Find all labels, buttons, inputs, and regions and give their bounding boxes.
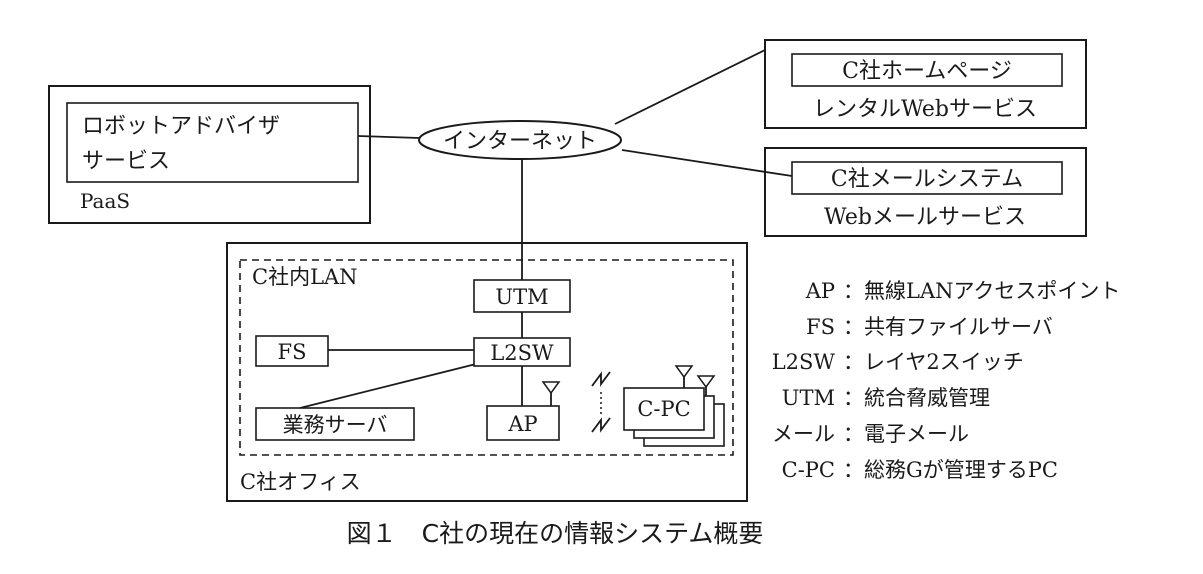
utm-label: UTM — [495, 285, 548, 309]
rental-web-service-label: レンタルWebサービス — [813, 97, 1037, 122]
c-homepage-box — [791, 53, 1063, 87]
c-lan-dashed-area — [239, 259, 734, 456]
internet-cloud — [418, 120, 622, 160]
ap-antenna-icon — [541, 381, 561, 406]
paas-box — [48, 85, 371, 224]
legend-desc: 無線LANアクセスポイント — [864, 279, 1120, 303]
l2sw-box — [473, 337, 571, 367]
legend-term: UTM — [782, 386, 835, 410]
link-internet-rental-web — [614, 49, 766, 125]
ap-box — [486, 405, 560, 441]
c-mail-system-label: C社メールシステム — [831, 167, 1023, 192]
paas-label: PaaS — [80, 189, 130, 213]
fs-label: FS — [278, 340, 307, 364]
legend-sep: ： — [843, 422, 864, 446]
link-internet-webmail — [621, 149, 793, 177]
legend-term: メール — [772, 422, 835, 446]
wireless-signal-icon — [591, 371, 611, 433]
robot-advisor-label-line1: ロボットアドバイザ — [82, 114, 280, 139]
c-pc-label: C-PC — [637, 397, 690, 421]
legend-desc: 電子メール — [864, 422, 969, 446]
legend-term: L2SW — [772, 350, 836, 374]
c-pc-stack-icon — [623, 365, 725, 447]
internet-label: インターネット — [443, 129, 597, 154]
legend-desc: 総務Gが管理するPC — [864, 458, 1058, 482]
c-lan-label: C社内LAN — [252, 265, 358, 289]
c-mail-system-box — [791, 161, 1063, 195]
legend: AP ： 無線LANアクセスポイント FS ： 共有ファイルサーバ L2SW ：… — [772, 279, 1121, 482]
fs-box — [255, 335, 329, 367]
robot-advisor-label-line2: サービス — [82, 149, 170, 174]
c-office-box — [226, 242, 748, 502]
link-bizserver-l2sw — [299, 363, 477, 409]
c-office-label: C社オフィス — [240, 470, 361, 494]
legend-term: FS — [806, 315, 835, 339]
legend-desc: レイヤ2スイッチ — [864, 350, 1024, 374]
webmail-service-box — [764, 147, 1087, 237]
ap-label: AP — [507, 412, 537, 436]
legend-sep: ： — [843, 350, 864, 374]
legend-desc: 共有ファイルサーバ — [864, 315, 1053, 339]
webmail-service-label: Webメールサービス — [824, 205, 1026, 230]
legend-term: C-PC — [782, 458, 835, 482]
utm-box — [473, 279, 571, 313]
business-server-box — [255, 407, 415, 441]
robot-advisor-box — [66, 102, 359, 183]
legend-desc: 統合脅威管理 — [864, 386, 990, 410]
legend-sep: ： — [843, 458, 864, 482]
legend-sep: ： — [843, 315, 864, 339]
l2sw-label: L2SW — [490, 341, 554, 365]
link-robot-internet — [357, 135, 421, 139]
c-homepage-label: C社ホームページ — [842, 59, 1012, 84]
legend-term: AP — [805, 279, 835, 303]
figure-caption: 図１ C社の現在の情報システム概要 — [347, 519, 764, 548]
legend-sep: ： — [843, 279, 864, 303]
rental-web-service-box — [764, 39, 1087, 129]
business-server-label: 業務サーバ — [283, 413, 388, 437]
legend-sep: ： — [843, 386, 864, 410]
